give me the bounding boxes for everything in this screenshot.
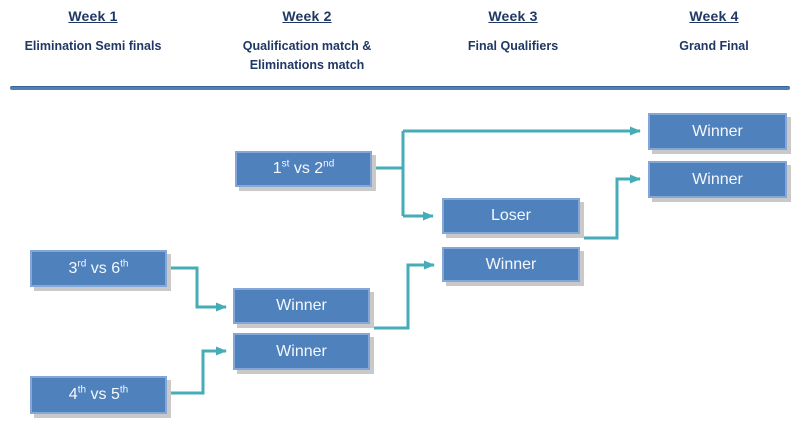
week-4-heading: Week 4 <box>689 8 739 24</box>
week4-winner-top-box: Winner <box>648 113 787 150</box>
connector-week3-to-grand-final <box>584 174 641 240</box>
week3-loser-label: Loser <box>490 207 532 224</box>
week4-winner-bottom-box: Winner <box>648 161 787 198</box>
week3-winner-box: Winner <box>442 247 580 282</box>
week3-loser-box: Loser <box>442 198 580 234</box>
week2-winner-bottom-box: Winner <box>233 333 370 370</box>
week-3-heading: Week 3 <box>488 8 538 24</box>
match-box-1st-vs-2nd: 1st vs 2nd <box>235 151 372 187</box>
week2-winner-bottom-label: Winner <box>276 342 327 360</box>
week2-winner-top-label: Winner <box>276 297 327 314</box>
week-1-heading: Week 1 <box>68 8 118 24</box>
week-2-column-header: Week 2 Qualification match & Elimination… <box>197 8 417 76</box>
week-4-column-header: Week 4 Grand Final <box>604 8 800 56</box>
week-4-subtitle: Grand Final <box>679 39 749 53</box>
connector-semi1-to-week2-winner <box>167 266 227 312</box>
week-1-column-header: Week 1 Elimination Semi finals <box>0 8 203 56</box>
week3-winner-label: Winner <box>485 255 537 273</box>
week-3-column-header: Week 3 Final Qualifiers <box>403 8 623 56</box>
match-box-3rd-vs-6th: 3rd vs 6th <box>30 250 167 287</box>
week2-winner-top-box: Winner <box>233 288 370 324</box>
connector-week2-to-week3-winner <box>374 260 435 330</box>
match-label-1st-vs-2nd: 1st vs 2nd <box>272 158 335 177</box>
week-2-heading: Week 2 <box>282 8 332 24</box>
match-label-3rd-vs-6th: 3rd vs 6th <box>68 258 129 277</box>
connector-semi2-to-week2-winner <box>167 346 227 395</box>
header-divider-line <box>10 86 790 90</box>
match-box-4th-vs-5th: 4th vs 5th <box>30 376 167 414</box>
week4-winner-bottom-label: Winner <box>692 170 743 188</box>
week4-winner-top-label: Winner <box>692 122 743 140</box>
week-3-subtitle: Final Qualifiers <box>467 39 559 53</box>
match-label-4th-vs-5th: 4th vs 5th <box>68 384 129 403</box>
week-1-subtitle: Elimination Semi finals <box>24 39 162 53</box>
week-2-subtitle: Qualification match & Eliminations match <box>242 39 372 73</box>
